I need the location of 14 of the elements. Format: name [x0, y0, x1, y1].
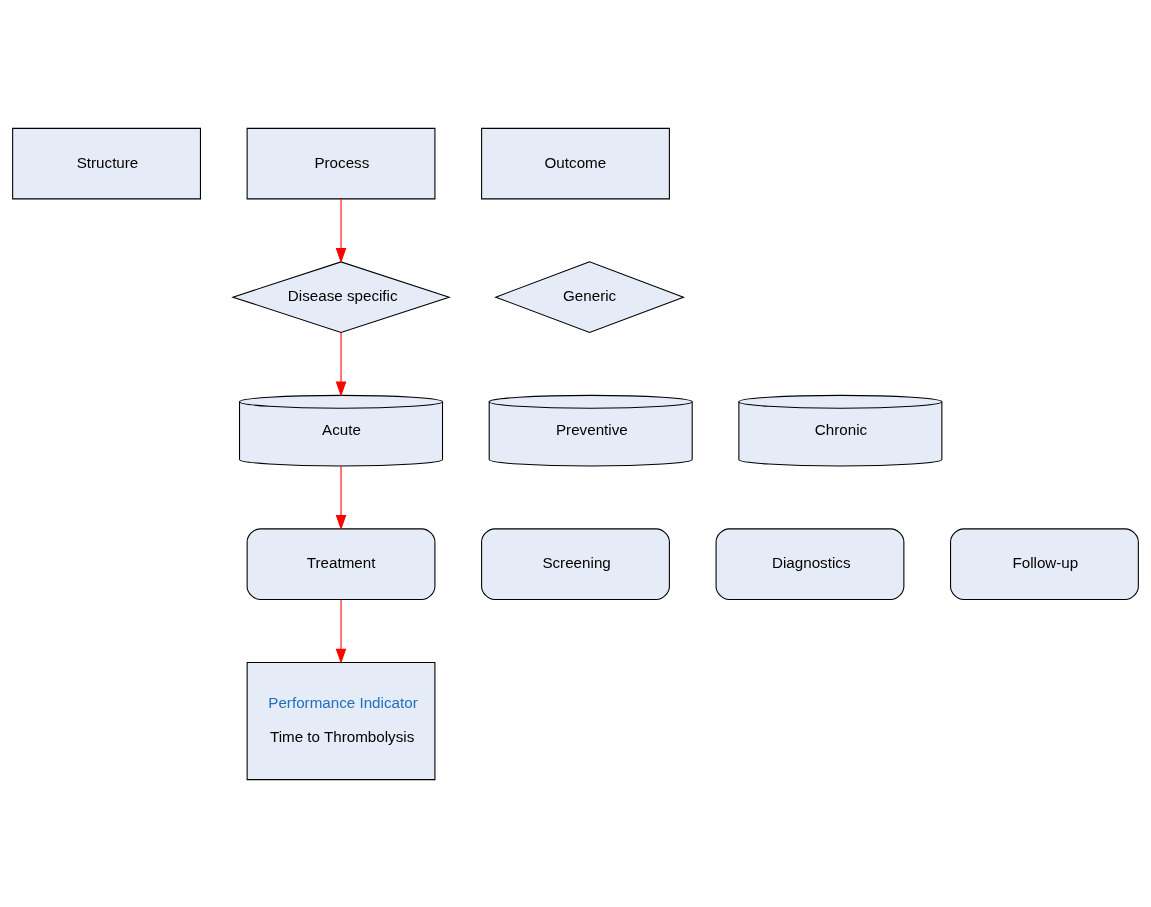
arrow [335, 465, 347, 530]
node-box: Follow-up [950, 527, 1139, 600]
node-diamond: Disease specific [231, 260, 451, 333]
arrow [335, 198, 347, 263]
node-diamond: Generic [494, 260, 686, 333]
node-box: Performance Indicator Time to Thrombolysis [246, 661, 436, 780]
node-box: Treatment [246, 527, 436, 600]
node-box: Outcome [481, 127, 670, 199]
node-box: Diagnostics [715, 527, 905, 600]
node-box: Process [246, 127, 436, 199]
node-box: Screening [481, 527, 670, 600]
node-box: Structure [12, 127, 201, 199]
arrow [335, 598, 347, 664]
arrow [335, 331, 347, 397]
